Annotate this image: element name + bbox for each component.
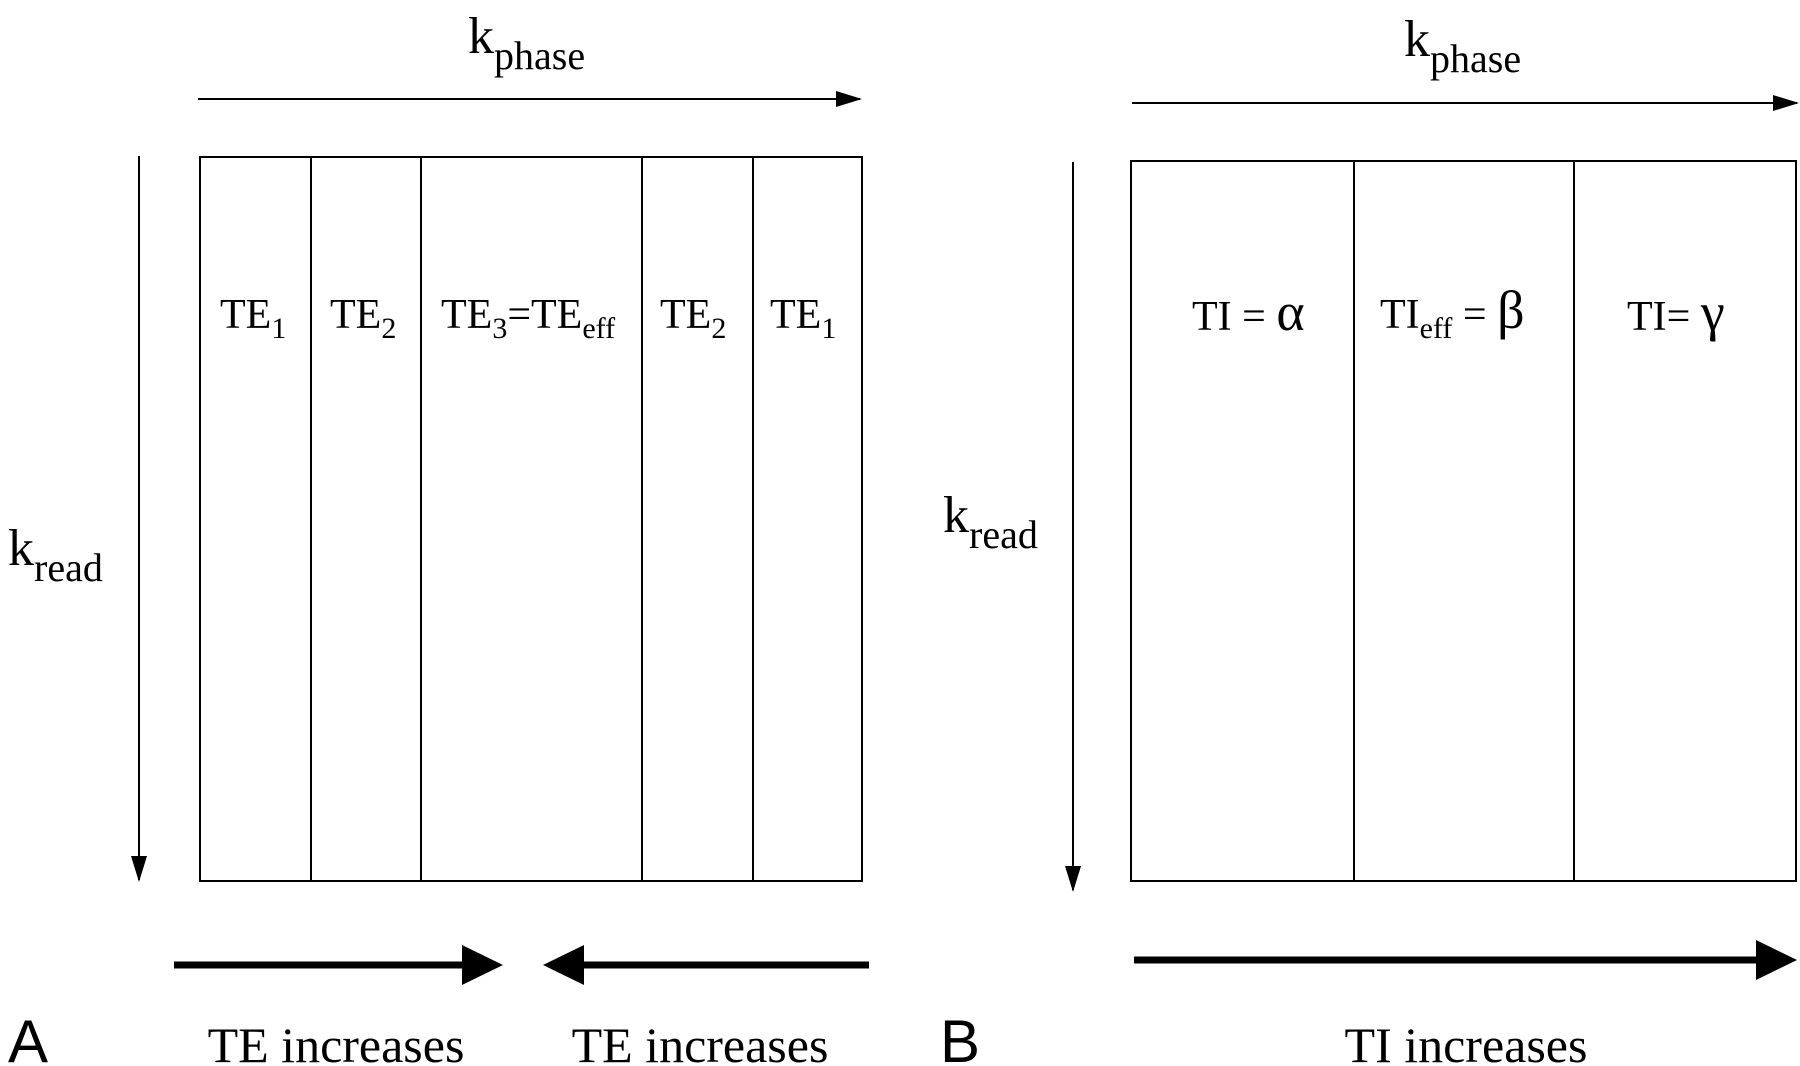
panel-b-segment-gamma <box>1573 160 1797 882</box>
panel-a-te-arrowhead-right <box>462 945 503 985</box>
panel-b-ti-arrowhead <box>1756 940 1797 980</box>
panel-a-label-te1-right: TE1 <box>770 292 836 345</box>
panel-a-label-te2-left: TE2 <box>330 292 396 345</box>
panel-a-te-increases-left: TE increases <box>208 1017 465 1066</box>
panel-a-te-increases-right: TE increases <box>572 1017 829 1066</box>
panel-b-label-ti-eff-beta: TIeff = β <box>1380 280 1525 345</box>
panel-a-letter: A <box>8 1008 48 1066</box>
panel-b-segment-alpha <box>1130 160 1355 882</box>
panel-b: kphase kread TI = α TIeff = β TI= γ B TI… <box>940 11 1799 1066</box>
panel-a-kphase-label: kphase <box>468 8 585 78</box>
panel-a-label-te2-right: TE2 <box>660 292 726 345</box>
panel-a: kphase kread TE1 TE2 TE3=TEeff TE2 TE1 <box>8 8 869 1066</box>
panel-b-letter: B <box>940 1008 980 1066</box>
panel-a-segment-te3-center <box>420 156 643 882</box>
panel-a-segment-te1-left <box>199 156 312 882</box>
panel-a-kread-label: kread <box>8 520 103 590</box>
panel-a-segment-te1-right <box>752 156 863 882</box>
panel-a-te-arrowhead-left <box>543 945 584 985</box>
panel-b-label-ti-alpha: TI = α <box>1192 282 1305 342</box>
panel-b-kread-label: kread <box>943 487 1038 557</box>
panel-b-kphase-label: kphase <box>1404 11 1521 81</box>
panel-a-label-te1-left: TE1 <box>220 292 286 345</box>
panel-a-label-te3-eff: TE3=TEeff <box>441 292 615 345</box>
panel-a-segment-te2-left <box>310 156 422 882</box>
panel-b-segment-beta <box>1353 160 1575 882</box>
panel-a-segment-te2-right <box>641 156 754 882</box>
panel-b-label-ti-gamma: TI= γ <box>1627 282 1725 342</box>
panel-b-ti-increases: TI increases <box>1345 1017 1588 1066</box>
